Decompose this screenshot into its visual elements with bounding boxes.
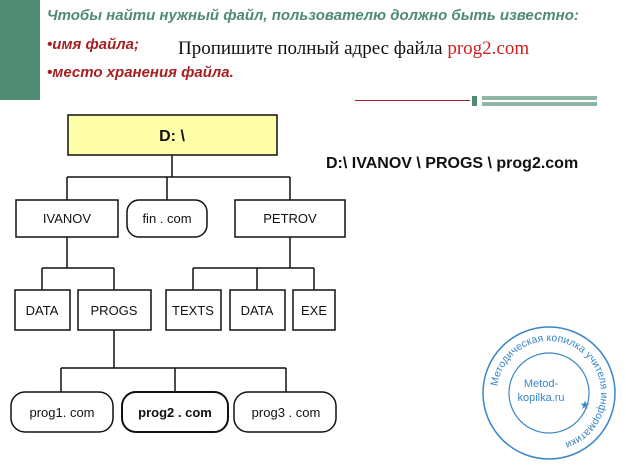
requirement-file-name: •имя файла;	[47, 36, 139, 53]
tree-node-progs-label: PROGS	[91, 303, 138, 318]
tree-node-prog3	[233, 391, 337, 433]
tree-node-exe-label: EXE	[301, 303, 327, 318]
tree-node-prog1-label: prog1. com	[29, 405, 94, 420]
tree-node-texts	[165, 289, 222, 331]
tree-node-texts-label: TEXTS	[172, 303, 214, 318]
divider-red-line	[355, 100, 470, 101]
tree-node-fin-com-label: fin . com	[142, 211, 191, 226]
stamp-center-line2: kopilka.ru	[517, 392, 564, 404]
tree-node-root-label: D: \	[159, 128, 185, 145]
tree-node-petrov-data	[229, 289, 286, 331]
tree-node-ivanov-data	[14, 289, 71, 331]
task-text: Пропишите полный адрес файла prog2.com	[178, 38, 529, 60]
intro-text: Чтобы найти нужный файл, пользователю до…	[47, 7, 579, 24]
divider-green-bar	[482, 102, 597, 106]
tree-node-ivanov-data-label: DATA	[26, 303, 59, 318]
tree-node-exe	[292, 289, 336, 331]
tree-node-root	[67, 114, 278, 156]
stamp-inner-ring	[508, 352, 590, 434]
side-accent-bar	[0, 0, 40, 100]
task-filename: prog2.com	[447, 38, 530, 59]
answer-path: D:\ IVANOV \ PROGS \ prog2.com	[326, 155, 579, 172]
tree-node-fin-com	[126, 199, 208, 238]
divider-green-bar	[472, 96, 477, 106]
metod-kopilka-stamp: Методическая копилка учителя информатики…	[482, 326, 616, 460]
task-prefix: Пропишите полный адрес файла	[178, 38, 448, 59]
requirement-file-location: •место хранения файла.	[47, 64, 234, 81]
star-icon: ★	[580, 398, 591, 412]
tree-node-petrov	[234, 199, 346, 238]
tree-connectors	[41, 155, 315, 392]
tree-node-prog1	[10, 391, 114, 433]
stamp-center-line1: Metod-	[524, 378, 559, 390]
tree-node-prog3-label: prog3 . com	[252, 405, 321, 420]
tree-node-ivanov-label: IVANOV	[43, 211, 91, 226]
tree-node-petrov-data-label: DATA	[241, 303, 274, 318]
tree-node-petrov-label: PETROV	[263, 211, 317, 226]
tree-node-ivanov	[15, 199, 119, 238]
tree-node-prog2-label: prog2 . com	[138, 405, 212, 420]
tree-node-prog2	[121, 391, 229, 433]
tree-node-progs	[77, 289, 152, 331]
divider-green-bar	[482, 96, 597, 100]
